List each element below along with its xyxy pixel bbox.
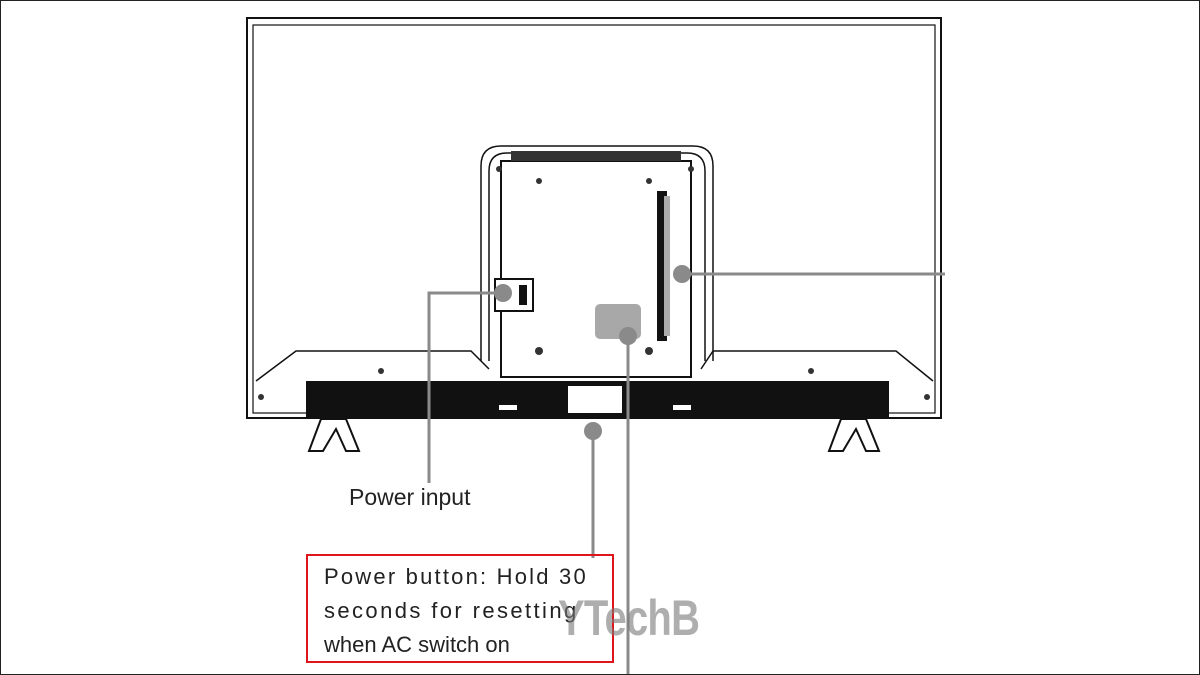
tv-outer-frame bbox=[246, 17, 942, 419]
tv-inner-frame bbox=[252, 24, 936, 414]
right-stand bbox=[827, 418, 881, 452]
panel-marker bbox=[619, 327, 637, 345]
power-button-callout: Power button: Hold 30 seconds for resett… bbox=[306, 554, 614, 663]
side-port-marker bbox=[673, 265, 691, 283]
power-input-marker bbox=[494, 284, 512, 302]
right-shoulder bbox=[700, 350, 934, 382]
callout-line-1: Power button: Hold 30 bbox=[324, 564, 588, 589]
power-button-recess bbox=[568, 386, 622, 413]
connector-strip bbox=[511, 151, 681, 161]
left-shoulder bbox=[255, 350, 490, 382]
callout-line-3: when AC switch on bbox=[324, 632, 510, 657]
left-stand bbox=[307, 418, 361, 452]
power-input-leader bbox=[427, 291, 503, 483]
power-button-marker bbox=[584, 422, 602, 440]
side-port-bracket bbox=[657, 191, 667, 341]
panel-outer-rim bbox=[480, 145, 714, 361]
watermark: YTechB bbox=[558, 590, 700, 646]
callout-line-2: seconds for resetting bbox=[324, 598, 579, 623]
power-input-label: Power input bbox=[349, 484, 471, 510]
